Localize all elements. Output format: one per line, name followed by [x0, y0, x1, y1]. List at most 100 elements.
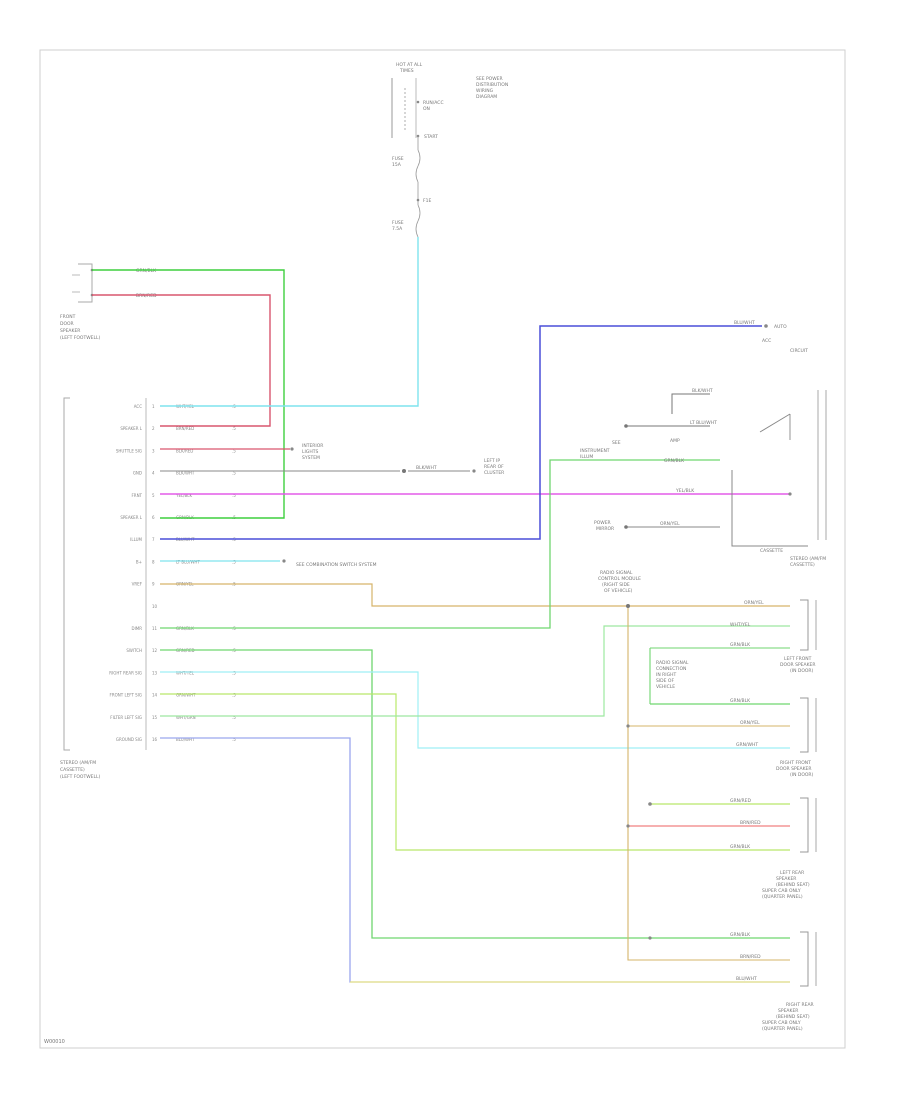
- fuse-wire-mid: F1E: [423, 198, 431, 204]
- stereo-connector-group: STEREO (AM/FM CASSETTE) (LEFT FOOTWELL): [60, 397, 147, 780]
- pin-wire-color: WHT/GRN: [176, 715, 196, 720]
- auto-label: AUTO: [774, 324, 787, 330]
- amp-label-2: CASSETTE): [60, 767, 85, 773]
- pin-number: 4: [152, 471, 155, 476]
- interior-lights-3: SYSTEM: [302, 455, 320, 461]
- wire-dimr: [160, 459, 720, 629]
- power-mirror-2: MIRROR: [596, 526, 614, 532]
- pin-wire-color: BRN/RED: [176, 426, 194, 431]
- pin-label: FILTER LEFT SIG: [110, 715, 142, 720]
- right-door-title-3: (IN DOOR): [790, 772, 814, 778]
- left-door-title-2: DOOR SPEAKER: [780, 662, 816, 668]
- acc-note-1: ACC: [762, 338, 771, 344]
- pin-wire-color: GRN/RED: [176, 648, 195, 653]
- pin-label: FRONT LEFT SIG: [110, 693, 142, 698]
- pin-wire-size: .5: [232, 693, 236, 698]
- interior-lights-1: INTERIOR: [302, 443, 323, 449]
- dimmer-note-2: INSTRUMENT: [580, 448, 610, 454]
- wire-b-plus-right: LT BLU/WHT: [690, 420, 717, 426]
- ignition-switch-group: HOT AT ALL TIMES SEE POWER DISTRIBUTION …: [391, 62, 508, 238]
- wire-speaker-red: [92, 294, 271, 427]
- ignition-pos-start: START: [424, 134, 438, 140]
- pin-number: 16: [152, 737, 158, 742]
- pin-wire-size: .5: [232, 426, 236, 431]
- wire-splice-vertical: [627, 606, 790, 961]
- pin-label: GROUND SIG: [116, 737, 142, 742]
- pin-number: 6: [152, 515, 155, 520]
- dimmer-note-3: ILLUM: [580, 454, 593, 460]
- frnt-right-label: YEL/BLK: [675, 488, 695, 494]
- spk-wire-bottom: BRN/RED: [136, 293, 157, 299]
- combination-switch-note: SEE COMBINATION SWITCH SYSTEM: [296, 562, 377, 568]
- ignition-pos-run-1: RUN/ACC: [423, 100, 444, 106]
- splice-4: OF VEHICLE): [604, 588, 633, 594]
- pin-number: 12: [152, 648, 158, 653]
- pin-label: FRNT: [131, 493, 142, 498]
- wire-acc-cyan: [160, 237, 419, 407]
- ignition-title-2: TIMES: [399, 68, 414, 74]
- pin-label: SWITCH: [126, 648, 142, 653]
- ignition-pos-run-2: ON: [423, 106, 430, 112]
- pin-label: SPEAKER L: [120, 515, 142, 520]
- wire-routes: [92, 237, 790, 983]
- pin-number: 9: [152, 582, 155, 587]
- pin-wire-color: LT BLU/WHT: [176, 559, 200, 564]
- rear-title-1: LEFT REAR: [780, 870, 804, 876]
- diagram-frame: [39, 49, 846, 1049]
- rear-title-5: (QUARTER PANEL): [762, 894, 803, 900]
- ignition-title-1: HOT AT ALL: [396, 62, 423, 68]
- pin-wire-color: BLK/RED: [176, 448, 193, 453]
- pin-number: 7: [152, 537, 155, 542]
- footer-code: W00010: [44, 1039, 65, 1045]
- splice-2: CONTROL MODULE: [598, 576, 641, 582]
- right-box-2: CASSETTE): [790, 562, 815, 568]
- pin-number: 2: [152, 426, 155, 431]
- pin-wire-size: .5: [232, 670, 236, 675]
- pin-wire-size: .5: [232, 559, 236, 564]
- wire-switch-green: [160, 649, 790, 939]
- pin-wire-size: .5: [232, 737, 236, 742]
- splice-3: (RIGHT SIDE: [602, 582, 630, 588]
- left-speaker-label-2: DOOR: [60, 321, 74, 327]
- amp-switch-1: AMP: [670, 438, 680, 444]
- right-components: INTERIOR LIGHTS SYSTEM LEFT IP REAR OF C…: [296, 320, 827, 1032]
- pin-number: 10: [152, 604, 158, 609]
- interior-lights-2: LIGHTS: [302, 449, 318, 455]
- left-speaker-label-4: (LEFT FOOTWELL): [60, 335, 101, 341]
- bottom-title-5: (QUARTER PANEL): [762, 1026, 803, 1032]
- left-door-title-3: (IN DOOR): [790, 668, 814, 674]
- pin-wire-color: YEL/BLK: [175, 493, 193, 498]
- wire-vref: [160, 583, 790, 607]
- pin-label: ACC: [134, 404, 142, 409]
- left-door-note-5: VEHICLE: [656, 684, 675, 690]
- wire-filter: [160, 625, 790, 717]
- wire-illum-blue: [160, 325, 762, 540]
- pin-wire-color: GRN/WHT: [176, 693, 196, 698]
- wire-speaker-green: [92, 269, 285, 519]
- rear-title-3: (BEHIND SEAT): [776, 882, 810, 888]
- connector-pin-row: SPEAKER L 2 BRN/RED .5: [120, 426, 236, 431]
- pin-label: SPEAKER L: [120, 426, 142, 431]
- amp-label-3: (LEFT FOOTWELL): [60, 774, 101, 780]
- wire-ground-blue: [160, 737, 790, 983]
- power-mirror-1: POWER: [594, 520, 611, 526]
- pin-label: RIGHT REAR SIG: [109, 670, 142, 675]
- bottom-title-3: (BEHIND SEAT): [776, 1014, 810, 1020]
- pin-label: ILLUM: [130, 537, 142, 542]
- wire-right-door-3: GRN/WHT: [736, 742, 758, 748]
- fuse-top-1: FUSE: [392, 156, 404, 162]
- wire-illum-right-label: BLU/WHT: [734, 320, 755, 326]
- pin-number: 1: [152, 404, 155, 409]
- rear-title-4: SUPER CAB ONLY: [762, 888, 801, 894]
- wire-left-door-2: ORN/YEL: [740, 720, 760, 726]
- pin-number: 5: [152, 493, 155, 498]
- left-door-note-2: CONNECTION: [656, 666, 686, 672]
